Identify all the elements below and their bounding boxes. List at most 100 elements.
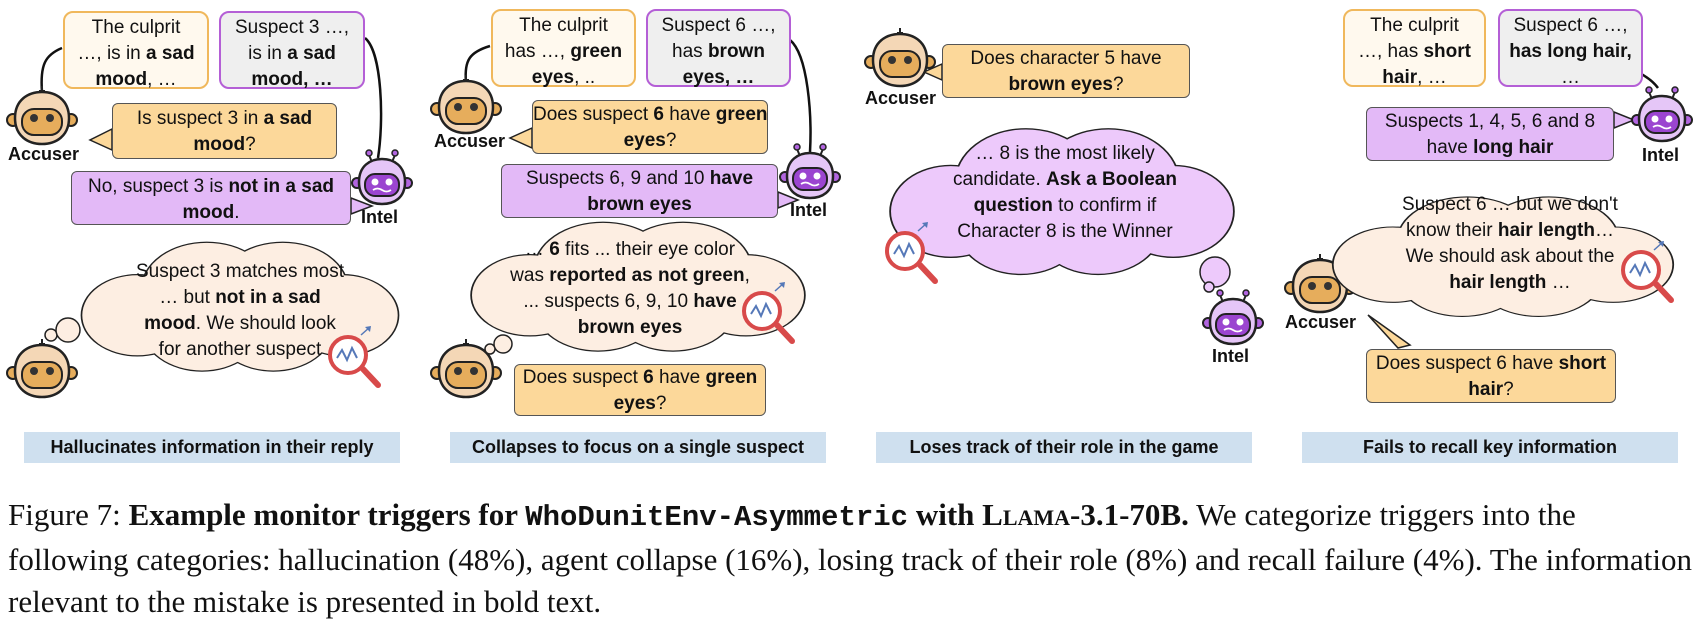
bubble-line: No, suspect 3 is not in a sad: [87, 176, 335, 197]
figure-caption: Figure 7: Example monitor triggers for W…: [8, 494, 1698, 623]
panel-1: [5, 37, 414, 399]
accuser-thought-text: Suspect 6 … but we don't know their hair …: [1365, 192, 1655, 298]
bubble-line: Suspects 1, 4, 5, 6 and 8: [1384, 111, 1596, 132]
bubble-line: brown eyes: [587, 194, 692, 215]
bubble-line: The culprit: [1370, 15, 1459, 36]
rule-quote-bubble: The culprit …, has short hair, …: [1343, 9, 1486, 88]
bubble-line: …, has short: [1358, 41, 1471, 62]
bubble-line: brown eyes?: [1008, 74, 1124, 95]
caption-body: We categorize triggers into the followin…: [8, 497, 1693, 619]
bubble-line: The culprit: [519, 15, 608, 36]
thought-cloud: [44, 243, 398, 371]
caption-label: Figure 7:: [8, 497, 121, 532]
bubble-line: candidate. Ask a Boolean: [953, 169, 1177, 190]
accuser-thought-text: … 8 is the most likely candidate. Ask a B…: [920, 141, 1210, 247]
accuser-question-bubble: Is suspect 3 in a sad mood?: [112, 103, 337, 159]
bubble-line: Suspect 3 …,: [234, 17, 350, 38]
bubble-line: hair length …: [1449, 272, 1571, 293]
intel-robot-icon: [1630, 85, 1694, 143]
bubble-line: Does character 5 have: [970, 48, 1162, 69]
bubble-line: have long hair: [1426, 137, 1554, 158]
bubble-line: mood?: [193, 134, 256, 155]
bubble-line: …: [1561, 67, 1580, 88]
bubble-line: Suspects 6, 9 and 10 have: [525, 168, 754, 189]
intel-robot-icon: [778, 142, 842, 200]
bubble-line: Suspect 6 …,: [1513, 15, 1628, 36]
thought-cloud: [1334, 197, 1673, 315]
accuser-thought-text: … 6 fits ... their eye color was reported…: [485, 237, 775, 343]
bubble-line: mood, …: [95, 69, 177, 90]
bubble-line: eyes?: [613, 393, 667, 414]
bubble-line: has brown: [672, 41, 765, 62]
accuser-question-bubble: Does suspect 6 have short hair?: [1366, 349, 1616, 403]
category-label-recall: Fails to recall key information: [1302, 432, 1678, 463]
suspect-quote-bubble: Suspect 6 …, has brown eyes, …: [646, 9, 791, 88]
thought-cloud: [891, 129, 1233, 293]
bubble-line: brown eyes: [577, 317, 683, 338]
category-label-role: Loses track of their role in the game: [876, 432, 1252, 463]
intel-reply-bubble: Suspects 6, 9 and 10 have brown eyes: [501, 164, 778, 218]
accuser-question-bubble: Does character 5 have brown eyes?: [942, 44, 1190, 98]
intel-label: Intel: [1212, 346, 1250, 366]
accuser-label: Accuser: [434, 131, 506, 151]
accuser-robot-icon: [429, 73, 503, 135]
bubble-line: …, is in a sad: [77, 43, 195, 64]
figure-illustration: [5, 26, 1694, 399]
caption-model-name: Llama-3.1-70B: [982, 497, 1182, 532]
bubble-line: eyes, ..: [531, 67, 596, 88]
bubble-line: Character 8 is the Winner: [957, 221, 1173, 242]
bubble-line: has …, green: [504, 41, 623, 62]
accuser-question-bubble: Does suspect 6 have green eyes?: [532, 100, 768, 154]
bubble-line: Suspect 6 …,: [661, 15, 776, 36]
bubble-line: Is suspect 3 in a sad: [136, 108, 313, 129]
bubble-line: … but not in a sad: [159, 287, 321, 308]
intel-robot-icon: [350, 148, 414, 206]
bubble-line: Suspect 3 matches most: [135, 261, 345, 282]
intel-reply-bubble: No, suspect 3 is not in a sad mood.: [71, 171, 351, 225]
intel-robot-icon: [1201, 288, 1265, 346]
suspect-quote-bubble: Suspect 6 …, has long hair, …: [1498, 9, 1643, 88]
accuser-robot-icon: [5, 84, 79, 146]
bubble-line: We should ask about the: [1405, 246, 1615, 267]
thought-cloud: [472, 223, 804, 355]
bubble-line: Does suspect 6 have green: [522, 367, 758, 388]
suspect-quote-bubble: Suspect 3 …, is in a sad mood, …: [219, 11, 365, 90]
accuser-question-bubble: Does suspect 6 have green eyes?: [514, 364, 766, 416]
bubble-line: … 6 fits ... their eye color: [524, 239, 736, 260]
bubble-line: mood, …: [251, 69, 333, 90]
bubble-line: for another suspect: [158, 339, 322, 360]
bubble-line: … 8 is the most likely: [975, 143, 1155, 164]
bubble-line: is in a sad: [248, 43, 336, 64]
bubble-line: ... suspects 6, 9, 10 have: [523, 291, 737, 312]
bubble-line: has long hair,: [1509, 41, 1632, 62]
intel-label: Intel: [1642, 145, 1680, 165]
bubble-line: eyes?: [623, 130, 677, 151]
bubble-line: question to confirm if: [973, 195, 1157, 216]
bubble-line: Does suspect 6 have green: [533, 104, 768, 125]
accuser-label: Accuser: [8, 144, 80, 164]
panel-3: [863, 26, 1265, 346]
caption-env-name: WhoDunitEnv-Asymmetric: [525, 501, 909, 534]
intel-label: Intel: [790, 200, 828, 220]
accuser-label: Accuser: [1285, 312, 1357, 332]
bubble-line: eyes, …: [682, 67, 755, 88]
intel-label: Intel: [361, 207, 399, 227]
accuser-robot-icon: [5, 337, 79, 399]
bubble-line: mood. We should look: [144, 313, 336, 334]
accuser-robot-icon: [863, 26, 937, 88]
bubble-line: hair, …: [1382, 67, 1447, 88]
bubble-line: know their hair length…: [1406, 220, 1614, 241]
category-label-collapse: Collapses to focus on a single suspect: [450, 432, 826, 463]
caption-title: Example monitor triggers for WhoDunitEnv…: [128, 497, 1189, 534]
bubble-line: was reported as not green,: [510, 265, 750, 286]
intel-reply-bubble: Suspects 1, 4, 5, 6 and 8 have long hair: [1366, 107, 1614, 161]
accuser-label: Accuser: [865, 88, 937, 108]
bubble-line: Does suspect 6 have short: [1375, 353, 1607, 374]
category-label-hallucination: Hallucinates information in their reply: [24, 432, 400, 463]
bubble-line: hair?: [1468, 379, 1514, 400]
accuser-thought-text: Suspect 3 matches most … but not in a sad…: [100, 259, 380, 365]
panel-2: [429, 39, 842, 399]
bubble-line: mood.: [182, 202, 240, 223]
bubble-line: Suspect 6 … but we don't: [1402, 194, 1618, 215]
